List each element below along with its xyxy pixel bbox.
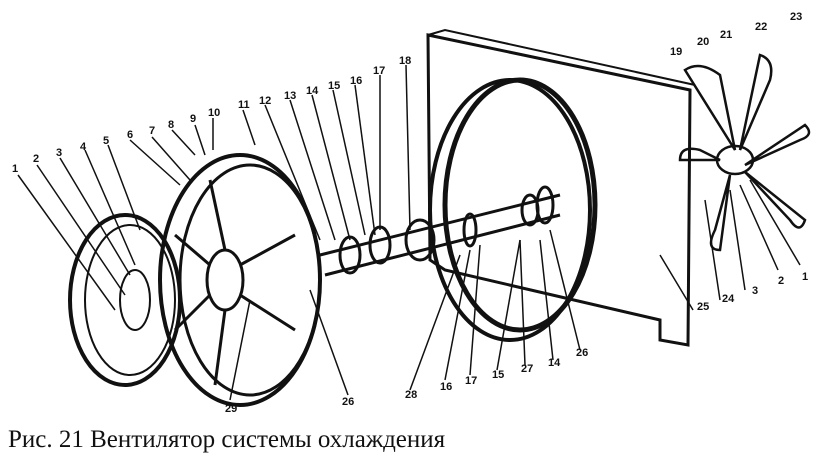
callout-top: 15 [328, 80, 340, 92]
callout-bottom: 29 [225, 403, 237, 415]
callout-top: 4 [80, 141, 87, 153]
callout-bottom: 28 [405, 389, 417, 401]
callout-top: 16 [350, 75, 362, 87]
callout-right-top: 21 [720, 29, 732, 41]
callout-top: 7 [149, 125, 155, 137]
callout-top: 10 [208, 107, 220, 119]
callout-right-top: 19 [670, 46, 682, 58]
callout-bottom: 15 [492, 369, 504, 381]
figure-caption: Рис. 21 Вентилятор системы охлаждения [8, 426, 446, 453]
callout-bottom: 27 [521, 363, 533, 375]
callout-bottom: 17 [465, 375, 477, 387]
callout-top: 17 [373, 65, 385, 77]
callout-top: 2 [33, 153, 39, 165]
callout-right-bottom: 3 [752, 285, 758, 297]
callout-bottom: 14 [548, 357, 561, 369]
callout-right-top: 20 [697, 36, 709, 48]
callout-top: 6 [127, 129, 133, 141]
callout-top: 14 [306, 85, 319, 97]
callout-top: 12 [259, 95, 271, 107]
shaft [319, 193, 561, 277]
callout-right-bottom: 1 [802, 271, 808, 283]
callout-right-bottom: 2 [778, 275, 784, 287]
callout-bottom: 26 [576, 347, 588, 359]
callout-top: 18 [399, 55, 411, 67]
shroud-plate [426, 33, 692, 347]
callout-right-bottom: 25 [697, 301, 709, 313]
callout-top: 13 [284, 90, 296, 102]
callout-top: 1 [12, 163, 18, 175]
callout-top: 5 [103, 135, 109, 147]
callout-top: 11 [238, 99, 250, 111]
callout-top: 9 [190, 113, 196, 125]
callout-bottom: 26 [342, 396, 354, 408]
fan-blades [678, 53, 811, 252]
callout-top: 3 [56, 147, 62, 159]
callout-right-bottom: 24 [722, 293, 735, 305]
callout-right-top: 23 [790, 11, 802, 23]
callout-bottom: 16 [440, 381, 452, 393]
callout-right-top: 22 [755, 21, 767, 33]
callout-top: 8 [168, 119, 174, 131]
